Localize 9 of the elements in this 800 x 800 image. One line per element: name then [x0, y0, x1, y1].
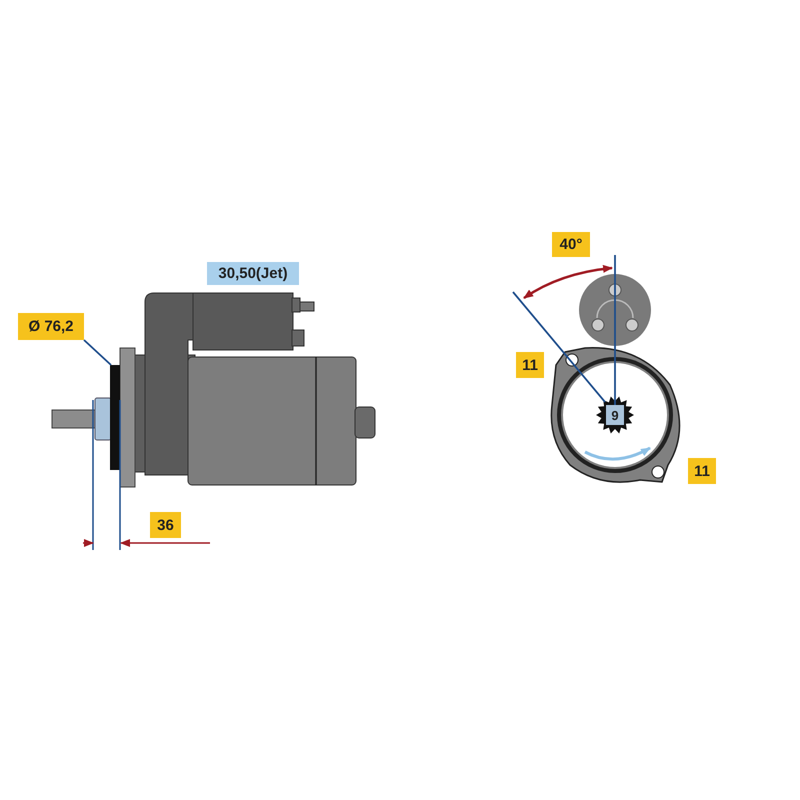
dimension-label: 11: [688, 458, 716, 484]
terminal-label: 30,50(Jet): [207, 262, 299, 285]
dimension-label: 36: [150, 512, 181, 538]
leader-line: [83, 339, 112, 366]
dimension-label: 11: [516, 352, 544, 378]
angle-label: 40°: [552, 232, 590, 257]
dimension-label: Ø 76,2: [18, 313, 84, 340]
tooth-count-label: 9: [606, 405, 624, 425]
flange-gasket: [110, 365, 120, 470]
